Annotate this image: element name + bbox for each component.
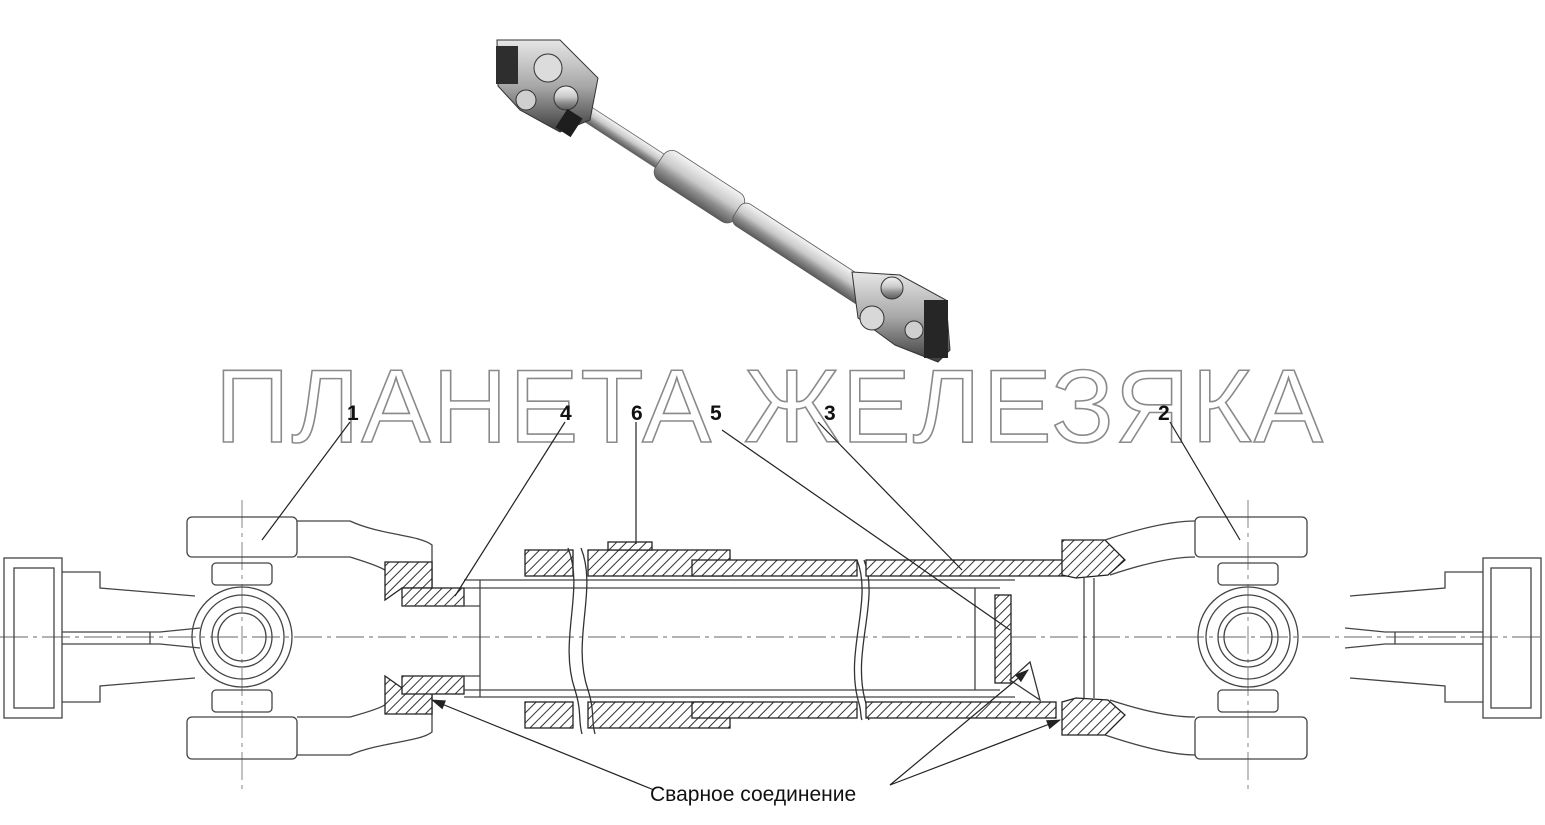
left-cross <box>191 562 293 713</box>
callout-4: 4 <box>560 402 572 425</box>
callout-2: 2 <box>1158 402 1170 425</box>
shaft-photo <box>496 39 951 363</box>
top-joint-photo <box>496 39 599 138</box>
bottom-joint-photo <box>851 271 951 363</box>
left-inner-yoke <box>186 516 433 760</box>
right-outer-yoke <box>1344 557 1542 719</box>
leader-lines <box>261 421 1241 791</box>
callout-3: 3 <box>824 402 836 425</box>
right-inner-yoke <box>1104 516 1308 760</box>
callout-6: 6 <box>631 402 643 425</box>
left-outer-yoke <box>3 557 201 719</box>
watermark: ПЛАНЕТА ЖЕЛЕЗЯКА <box>215 349 1325 465</box>
callout-1: 1 <box>347 402 359 425</box>
callout-5: 5 <box>710 402 722 425</box>
weld-caption: Сварное соединение <box>650 783 856 806</box>
right-cross <box>1197 562 1299 713</box>
technical-drawing <box>0 500 1545 790</box>
